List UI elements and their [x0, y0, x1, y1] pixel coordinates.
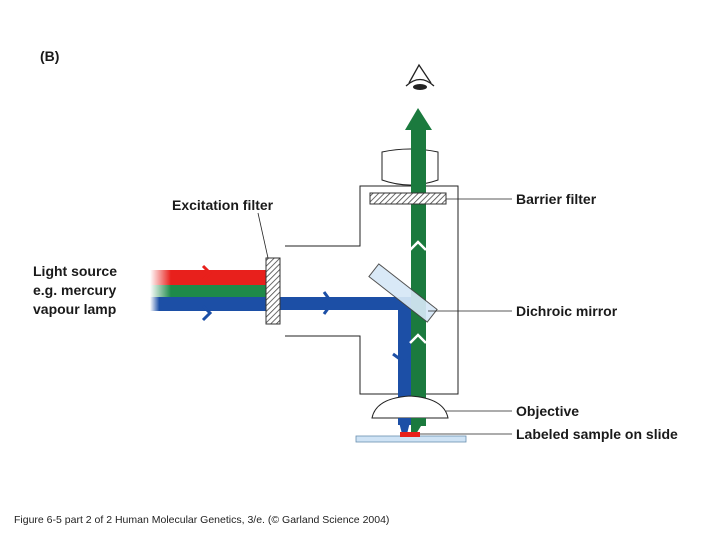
labeled-sample — [400, 432, 420, 437]
beam-arrow — [322, 291, 334, 315]
panel-label: (B) — [40, 48, 59, 64]
red-beam — [150, 270, 266, 285]
eye-icon — [405, 63, 435, 90]
sample-label: Labeled sample on slide — [516, 426, 678, 442]
objective-lens — [371, 395, 449, 419]
green-beam — [150, 285, 266, 297]
dichroic-mirror-label: Dichroic mirror — [516, 303, 618, 319]
blue-beam-input — [150, 297, 266, 311]
barrier-filter-label: Barrier filter — [516, 191, 597, 207]
light-source-label-line3: vapour lamp — [33, 301, 116, 317]
dichroic-mirror — [368, 263, 438, 323]
blue-beam-filtered — [280, 297, 410, 310]
excitation-filter-label: Excitation filter — [172, 197, 274, 213]
barrier-filter — [369, 192, 447, 205]
light-source-label-line1: Light source — [33, 263, 117, 279]
leader-lines — [257, 198, 512, 435]
light-source-label-line2: e.g. mercury — [33, 282, 116, 298]
microscope-body — [285, 185, 459, 395]
excitation-light — [150, 264, 416, 425]
green-emission-beam — [411, 128, 426, 426]
objective-label: Objective — [516, 403, 579, 419]
eyepiece-lens — [381, 148, 439, 186]
figure-caption: Figure 6-5 part 2 of 2 Human Molecular G… — [14, 514, 389, 526]
emission-arrowhead — [405, 108, 432, 130]
excitation-filter — [265, 257, 281, 325]
